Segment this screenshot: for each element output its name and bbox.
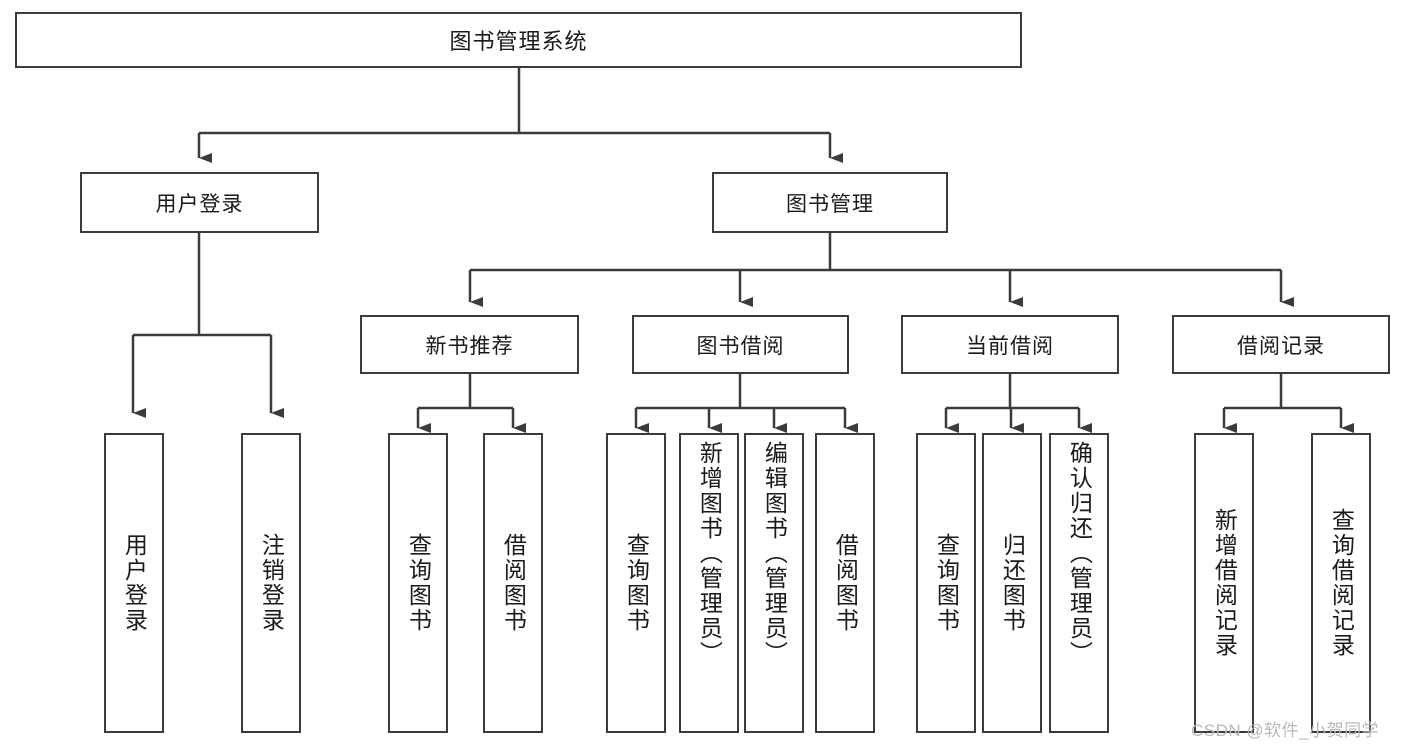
leaf-new-book-query-book[interactable]: 查询图书 (388, 433, 448, 733)
leaf-new-book-borrow-book[interactable]: 借阅图书 (483, 433, 543, 733)
node-current-borrow[interactable]: 当前借阅 (901, 315, 1119, 374)
node-book-management[interactable]: 图书管理 (712, 172, 948, 233)
leaf-book-borrow-edit-book-admin[interactable]: 编辑图书（管理员） (744, 433, 804, 733)
leaf-borrow-record-query-record[interactable]: 查询借阅记录 (1311, 433, 1371, 733)
node-borrow-record[interactable]: 借阅记录 (1172, 315, 1390, 374)
leaf-borrow-record-add-record[interactable]: 新增借阅记录 (1194, 433, 1254, 733)
leaf-current-borrow-return-book[interactable]: 归还图书 (982, 433, 1042, 733)
leaf-book-borrow-query-book[interactable]: 查询图书 (606, 433, 666, 733)
node-user-login[interactable]: 用户登录 (80, 172, 319, 233)
node-new-book-recommend[interactable]: 新书推荐 (360, 315, 579, 374)
leaf-current-borrow-query-book[interactable]: 查询图书 (916, 433, 976, 733)
leaf-user-login-logout[interactable]: 注销登录 (241, 433, 301, 733)
leaf-user-login-login[interactable]: 用户登录 (104, 433, 164, 733)
node-root-system[interactable]: 图书管理系统 (15, 12, 1022, 68)
leaf-book-borrow-add-book-admin[interactable]: 新增图书（管理员） (679, 433, 739, 733)
csdn-watermark: CSDN @软件_小贺同学 (1191, 721, 1380, 740)
leaf-current-borrow-confirm-return-admin[interactable]: 确认归还（管理员） (1049, 433, 1109, 733)
node-book-borrow[interactable]: 图书借阅 (632, 315, 849, 374)
leaf-book-borrow-borrow-book[interactable]: 借阅图书 (815, 433, 875, 733)
